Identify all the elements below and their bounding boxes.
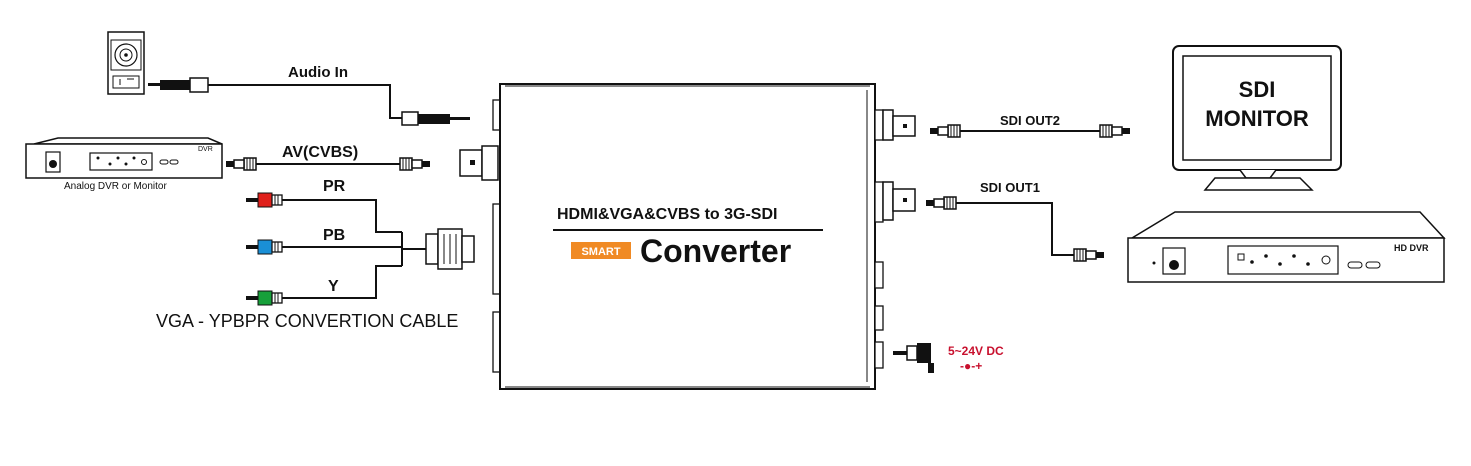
y-label: Y [328,278,339,295]
bnc-connector-icon [1099,124,1131,138]
hd-dvr-device [1127,211,1446,283]
hd-dvr-tag: HD DVR [1394,243,1429,253]
power-label: 5~24V DC [948,344,1004,358]
vga-plug-icon [425,228,475,270]
rca-plug-icon [245,239,283,255]
bnc-connector-icon [925,196,957,210]
monitor-line2: MONITOR [1205,106,1309,131]
dvr-device-tag: DVR [198,146,213,153]
sdi-out1-cable [925,196,1105,262]
cable-caption: VGA - YPBPR CONVERTION CABLE [156,311,458,331]
bnc-connector-icon [929,124,961,138]
converter-title: HDMI&VGA&CVBS to 3G-SDI [557,206,777,223]
analog-dvr-caption: Analog DVR or Monitor [64,181,167,192]
cd-player-icon [107,31,145,95]
pr-label: PR [323,178,346,195]
sdi-out2-cable [929,124,1131,138]
vga-ypbpr-cable [245,192,475,306]
converter-name: Converter [640,233,791,269]
pb-label: PB [323,227,345,244]
sdi-monitor [1172,45,1342,191]
bnc-connector-icon [1073,248,1105,262]
bnc-connector-icon [399,157,431,171]
dc-power-plug-icon [893,343,934,373]
audio-cable [148,77,470,126]
smart-badge-text: SMART [581,246,620,258]
audio-in-label: Audio In [288,64,348,81]
rca-plug-icon [245,290,283,306]
rca-plug-icon [245,192,283,208]
smart-badge [571,242,631,259]
monitor-line1: SDI [1239,77,1276,102]
bnc-connector-icon [225,157,257,171]
av-cvbs-label: AV(CVBS) [282,144,358,161]
sdi-out1-label: SDI OUT1 [980,180,1040,195]
sdi-out2-label: SDI OUT2 [1000,113,1060,128]
cvbs-cable [225,157,431,171]
converter-box [459,83,916,390]
power-polarity: -●-+ [960,359,982,373]
analog-dvr-device [25,137,223,179]
